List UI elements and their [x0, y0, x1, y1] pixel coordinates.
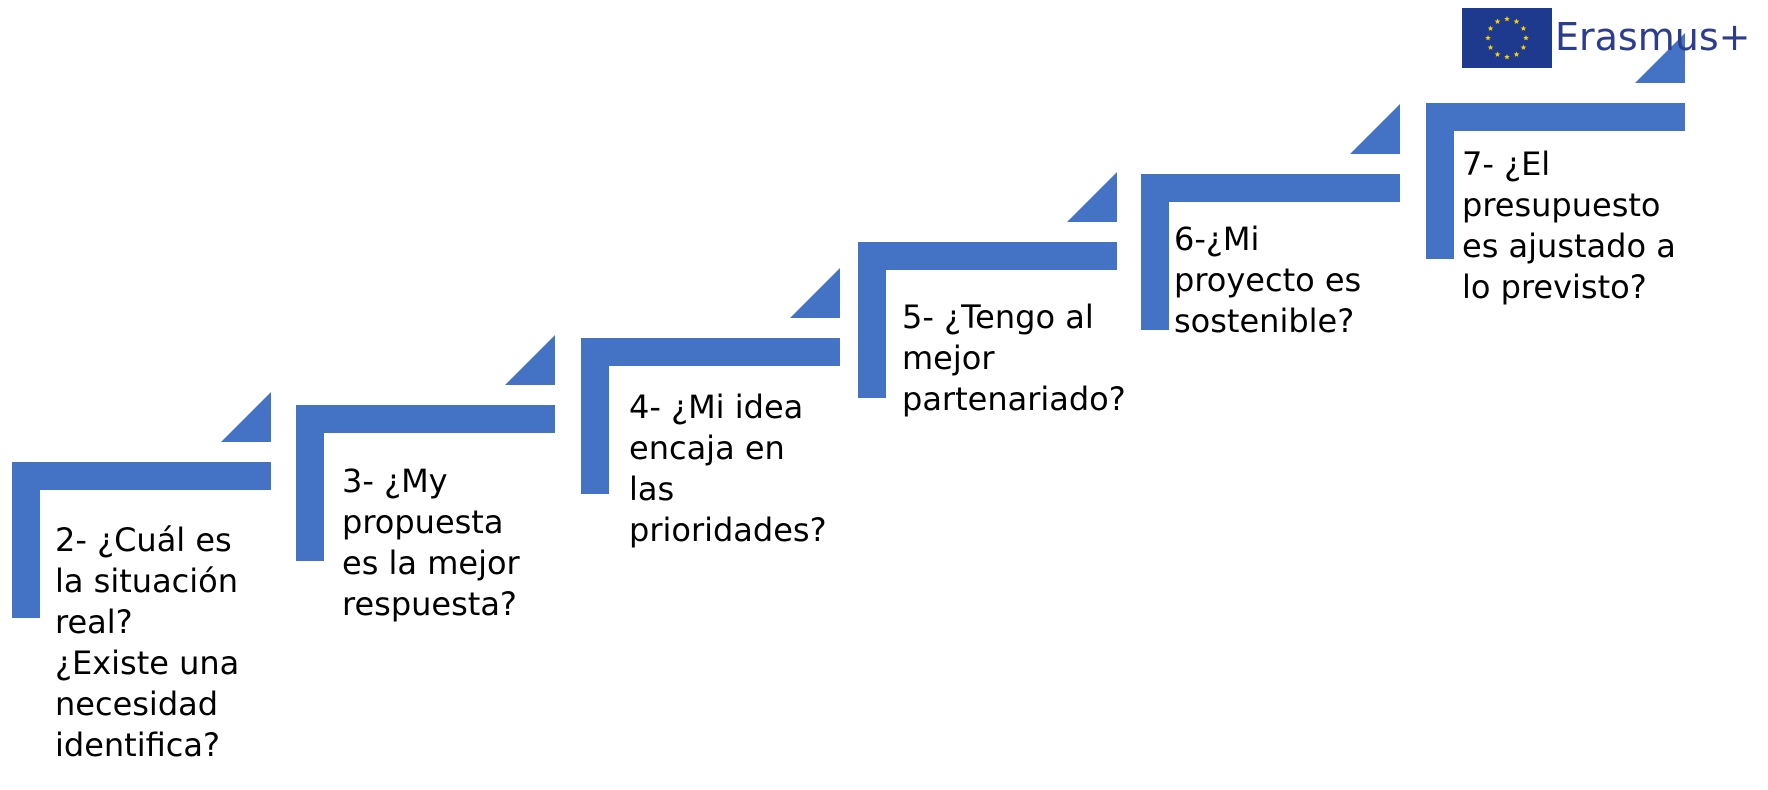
eu-star-icon: [1494, 51, 1501, 57]
eu-star-icon: [1504, 54, 1510, 60]
step-4-arrow-tip: [790, 268, 840, 318]
step-5-text: 5- ¿Tengo al mejor partenariado?: [902, 298, 1126, 418]
step-5-bracket: [858, 242, 1117, 398]
step-3-arrow-tip: [505, 335, 555, 385]
step-6-bracket: [1141, 174, 1400, 330]
step-7-bracket: [1426, 103, 1685, 259]
step-4-text: 4- ¿Mi idea encaja en las prioridades?: [629, 388, 827, 549]
eu-star-icon: [1513, 51, 1520, 57]
eu-star-icon: [1487, 44, 1494, 50]
eu-star-icon: [1487, 25, 1494, 31]
eu-star-icon: [1523, 35, 1529, 41]
eu-star-icon: [1494, 18, 1501, 24]
step-3-bracket: [296, 405, 555, 561]
step-2-arrow-tip: [221, 392, 271, 442]
step-2-bracket: [12, 462, 271, 618]
eu-star-icon: [1485, 35, 1491, 41]
step-5-arrow-tip: [1067, 172, 1117, 222]
eu-star-icon: [1520, 25, 1527, 31]
step-7-text: 7- ¿El presupuesto es ajustado a lo prev…: [1462, 145, 1676, 306]
eu-star-icon: [1504, 16, 1510, 22]
step-2-text: 2- ¿Cuál es la situación real? ¿Existe u…: [55, 521, 240, 764]
step-7-arrow-tip: [1635, 33, 1685, 83]
eu-star-icon: [1513, 18, 1520, 24]
erasmus-plus-logo: Erasmus+: [1462, 8, 1762, 70]
eu-star-icon: [1520, 44, 1527, 50]
step-6-arrow-tip: [1350, 104, 1400, 154]
step-4-bracket: [581, 338, 840, 494]
step-6-text: 6-¿Mi proyecto es sostenible?: [1174, 220, 1362, 340]
eu-flag-icon: [1462, 8, 1552, 68]
step-3-text: 3- ¿My propuesta es la mejor respuesta?: [342, 462, 520, 623]
erasmus-plus-wordmark: Erasmus+: [1555, 15, 1751, 59]
